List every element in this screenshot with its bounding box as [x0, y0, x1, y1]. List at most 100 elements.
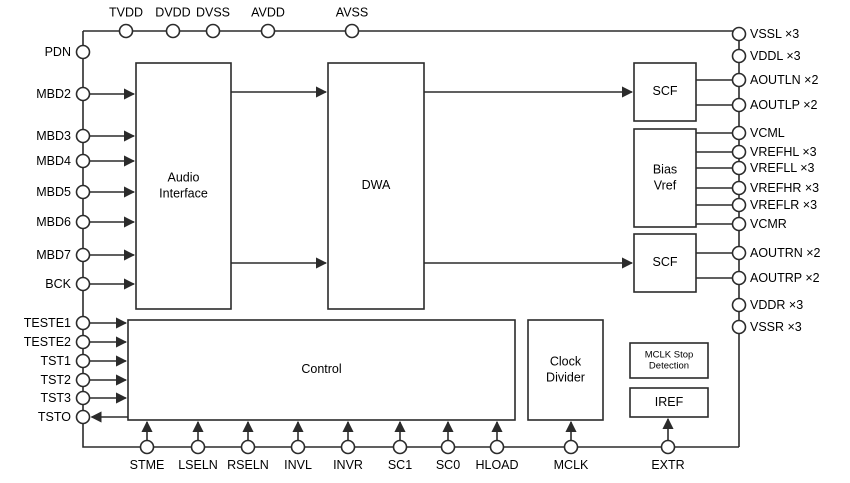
block-bias-vref[interactable]: [633, 128, 697, 228]
pin-label-tst1: TST1: [40, 353, 71, 368]
pin-vssr3[interactable]: [731, 319, 747, 335]
pin-label-mbd3: MBD3: [36, 128, 71, 143]
pin-label-dvdd: DVDD: [155, 5, 191, 20]
pin-label-aoutln2: AOUTLN ×2: [750, 72, 819, 87]
pin-label-avdd: AVDD: [251, 5, 285, 20]
pin-vssl3[interactable]: [731, 26, 747, 42]
pin-label-aoutrn2: AOUTRN ×2: [750, 245, 821, 260]
pin-dvss[interactable]: [205, 23, 221, 39]
pin-aoutrn2[interactable]: [731, 245, 747, 261]
pin-rseln[interactable]: [240, 439, 256, 455]
pin-label-mbd2: MBD2: [36, 86, 71, 101]
pin-aoutlp2[interactable]: [731, 97, 747, 113]
block-label-mclk-stop: MCLK Stop Detection: [644, 349, 694, 372]
pin-label-dvss: DVSS: [195, 5, 231, 20]
pin-label-vddr3: VDDR ×3: [750, 297, 804, 312]
pin-label-invl: INVL: [284, 458, 312, 472]
pin-extr[interactable]: [660, 439, 676, 455]
block-label-iref: IREF: [654, 394, 684, 409]
pin-mbd3[interactable]: [75, 128, 91, 144]
pin-tst3[interactable]: [75, 390, 91, 406]
pin-avss[interactable]: [344, 23, 360, 39]
pin-aoutln2[interactable]: [731, 72, 747, 88]
pin-mbd6[interactable]: [75, 214, 91, 230]
block-control[interactable]: [127, 319, 516, 421]
pin-sc1[interactable]: [392, 439, 408, 455]
pin-mbd7[interactable]: [75, 247, 91, 263]
pin-label-mbd7: MBD7: [36, 247, 71, 262]
pin-label-tst3: TST3: [40, 390, 71, 405]
pin-pdn[interactable]: [75, 44, 91, 60]
pin-mbd5[interactable]: [75, 184, 91, 200]
pin-label-avss: AVSS: [335, 5, 369, 20]
pin-label-aoutrp2: AOUTRP ×2: [750, 270, 820, 285]
block-scf-top[interactable]: [633, 62, 697, 122]
pin-sc0[interactable]: [440, 439, 456, 455]
pin-avdd[interactable]: [260, 23, 276, 39]
pin-tvdd[interactable]: [118, 23, 134, 39]
pin-label-tvdd: TVDD: [108, 5, 144, 20]
pin-label-stme: STME: [129, 458, 165, 472]
block-label-bias-vref: Bias Vref: [652, 162, 678, 192]
pin-label-lseln: LSELN: [178, 458, 218, 472]
pin-vcml[interactable]: [731, 125, 747, 141]
pin-vreflr3[interactable]: [731, 197, 747, 213]
pin-lseln[interactable]: [190, 439, 206, 455]
block-label-scf-top: SCF: [652, 84, 678, 99]
pin-dvdd[interactable]: [165, 23, 181, 39]
pin-vrefhl3[interactable]: [731, 144, 747, 160]
pin-label-teste2: TESTE2: [23, 334, 71, 349]
block-dwa[interactable]: [327, 62, 425, 310]
pin-label-vssr3: VSSR ×3: [750, 319, 802, 334]
pin-label-mclk: MCLK: [553, 458, 589, 472]
pin-label-mbd6: MBD6: [36, 214, 71, 229]
pin-label-mbd5: MBD5: [36, 184, 71, 199]
pin-tst1[interactable]: [75, 353, 91, 369]
pin-aoutrp2[interactable]: [731, 270, 747, 286]
pin-stme[interactable]: [139, 439, 155, 455]
pin-teste1[interactable]: [75, 315, 91, 331]
pin-vrefhr3[interactable]: [731, 180, 747, 196]
top-supply-rail: [83, 30, 740, 34]
block-audio-interface[interactable]: [135, 62, 232, 310]
pin-label-invr: INVR: [333, 458, 363, 472]
block-clock-divider[interactable]: [527, 319, 604, 421]
pin-label-vrefhr3: VREFHR ×3: [750, 180, 820, 195]
pin-label-vddl3: VDDL ×3: [750, 48, 801, 63]
pin-label-vssl3: VSSL ×3: [750, 26, 800, 41]
pin-invr[interactable]: [340, 439, 356, 455]
bottom-rail: [82, 417, 739, 448]
pin-label-vreflr3: VREFLR ×3: [750, 197, 818, 212]
pin-label-tsto: TSTO: [37, 409, 71, 424]
pin-label-extr: EXTR: [651, 458, 685, 472]
pin-vddl3[interactable]: [731, 48, 747, 64]
pin-label-aoutlp2: AOUTLP ×2: [750, 97, 818, 112]
pin-mbd4[interactable]: [75, 153, 91, 169]
pin-mclk[interactable]: [563, 439, 579, 455]
pin-tst2[interactable]: [75, 372, 91, 388]
block-mclk-stop[interactable]: [629, 342, 709, 379]
block-scf-bottom[interactable]: [633, 233, 697, 293]
pin-teste2[interactable]: [75, 334, 91, 350]
pin-vrefll3[interactable]: [731, 160, 747, 176]
pin-label-tst2: TST2: [40, 372, 71, 387]
pin-tsto[interactable]: [75, 409, 91, 425]
block-label-scf-bottom: SCF: [652, 255, 678, 270]
block-label-dwa: DWA: [361, 178, 391, 193]
pin-label-teste1: TESTE1: [23, 315, 71, 330]
pin-label-bck: BCK: [45, 276, 71, 291]
pin-invl[interactable]: [290, 439, 306, 455]
block-iref[interactable]: [629, 387, 709, 418]
pin-label-vrefhl3: VREFHL ×3: [750, 144, 817, 159]
pin-vddr3[interactable]: [731, 297, 747, 313]
pin-hload[interactable]: [489, 439, 505, 455]
pin-bck[interactable]: [75, 276, 91, 292]
pin-mbd2[interactable]: [75, 86, 91, 102]
pin-label-sc1: SC1: [387, 458, 413, 472]
pin-vcmr[interactable]: [731, 216, 747, 232]
pin-label-rseln: RSELN: [227, 458, 269, 472]
block-label-clock-divider: Clock Divider: [546, 354, 585, 384]
pin-label-sc0: SC0: [435, 458, 461, 472]
